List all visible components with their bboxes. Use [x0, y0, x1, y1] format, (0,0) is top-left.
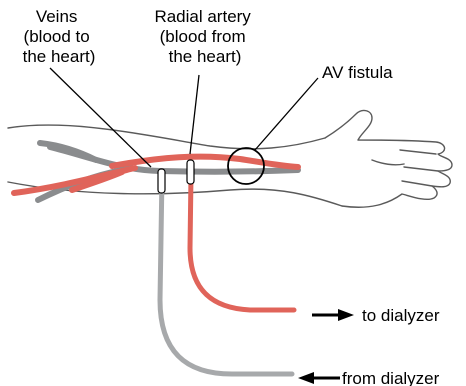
artery — [14, 157, 298, 193]
artery-label-line-1: Radial artery — [154, 7, 251, 26]
arrow-from-dialyzer — [298, 372, 340, 384]
veins-label-line-2: (blood to — [24, 27, 90, 46]
palm-crease — [372, 160, 404, 165]
needle-venous — [158, 169, 165, 193]
finger-line-2 — [404, 167, 438, 171]
hand-outline — [325, 111, 452, 208]
artery-main — [112, 157, 298, 167]
finger-line-3 — [402, 181, 432, 186]
artery-label: Radial artery (blood from the heart) — [154, 7, 255, 66]
to-dialyzer-label: to dialyzer — [362, 306, 440, 325]
fistula-label: AV fistula — [322, 63, 393, 82]
veins-label-line-3: the heart) — [23, 47, 96, 66]
from-dialyzer-label: from dialyzer — [342, 369, 440, 386]
veins-label: Veins (blood to the heart) — [23, 7, 96, 66]
leader-lines — [50, 68, 318, 167]
artery-label-line-2: (blood from — [160, 27, 246, 46]
needle-arterial — [187, 160, 194, 184]
vein-branch-upper — [40, 143, 96, 160]
tube-from-dialyzer — [160, 176, 292, 374]
artery-leader — [190, 75, 199, 154]
tube-to-dialyzer — [190, 176, 294, 310]
veins-label-line-1: Veins — [36, 7, 78, 26]
arrow-to-dialyzer — [312, 309, 354, 321]
fistula-circle — [228, 148, 264, 184]
finger-line-1 — [400, 150, 436, 154]
fistula-leader — [255, 78, 318, 150]
artery-label-line-3: the heart) — [169, 47, 242, 66]
